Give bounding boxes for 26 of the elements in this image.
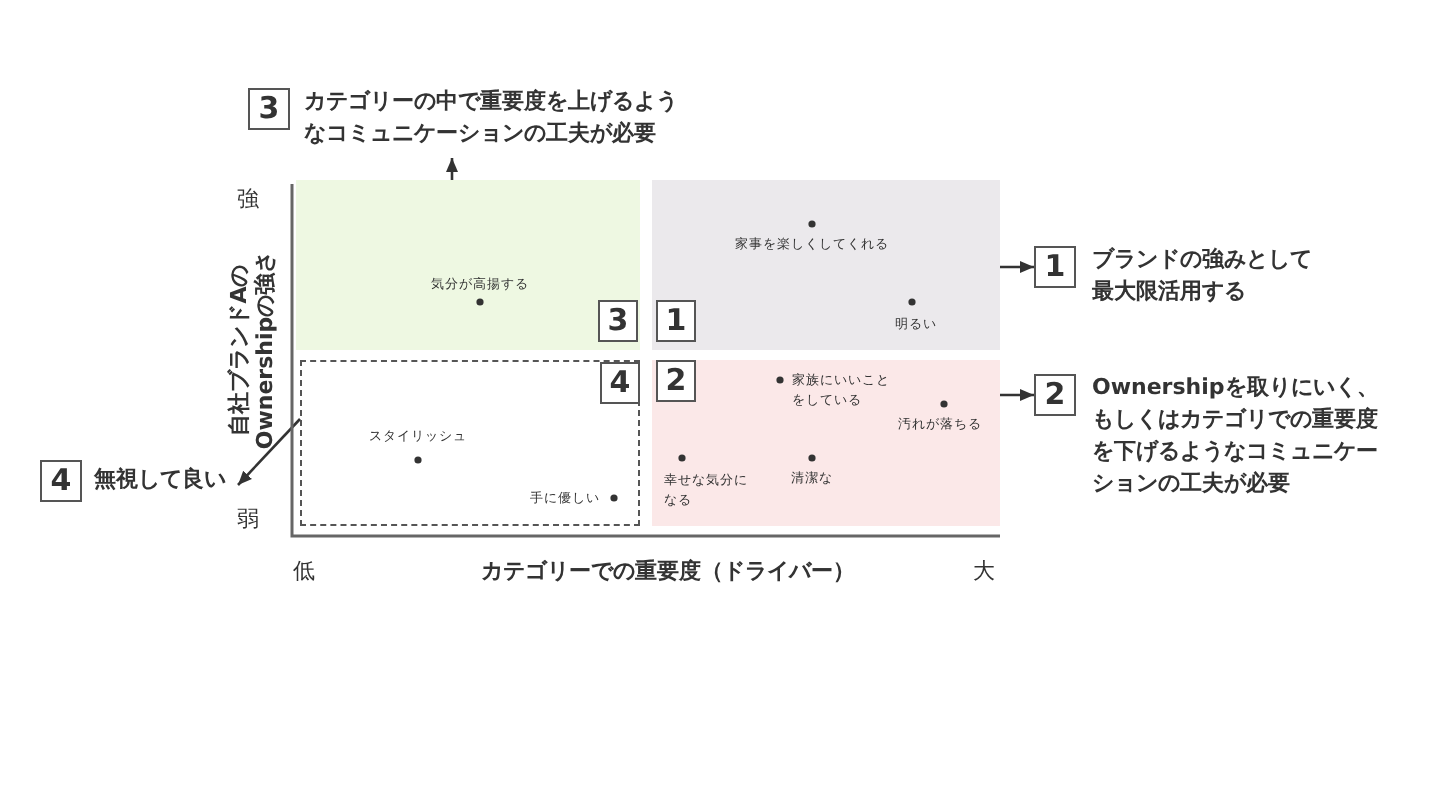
- axis-title: 自社ブランドAのOwnershipの強さ: [226, 250, 278, 450]
- quadrant-area: [652, 180, 1000, 350]
- number-badge: 4: [40, 460, 82, 502]
- quadrant-area: [300, 360, 640, 526]
- callout-text: 無視して良い: [94, 464, 228, 496]
- arrow: [1000, 261, 1034, 273]
- number-badge: 1: [1034, 246, 1076, 288]
- axis-tick-label: 弱: [237, 504, 259, 534]
- axis-tick-label: 強: [237, 184, 259, 214]
- arrow: [237, 418, 301, 486]
- callout-text: カテゴリーの中で重要度を上げるようなコミュニケーションの工夫が必要: [304, 86, 680, 150]
- quadrant-area: [296, 180, 640, 350]
- quadrant-area: [652, 360, 1000, 526]
- number-badge: 3: [248, 88, 290, 130]
- arrow: [446, 158, 458, 180]
- axis-tick-label: 低: [293, 556, 315, 586]
- axis-tick-label: 大: [973, 556, 995, 586]
- callout-text: Ownershipを取りにいく、もしくはカテゴリでの重要度を下げるようなコミュニケーションの工夫が必要: [1092, 372, 1381, 500]
- number-badge: 2: [656, 360, 696, 402]
- number-badge: 2: [1034, 374, 1076, 416]
- number-badge: 1: [656, 300, 696, 342]
- callout-text: ブランドの強みとして最大限活用する: [1092, 244, 1314, 308]
- arrow: [1000, 389, 1034, 401]
- axis-title: カテゴリーでの重要度（ドライバー）: [481, 556, 855, 586]
- number-badge: 4: [600, 362, 640, 404]
- number-badge: 3: [598, 300, 638, 342]
